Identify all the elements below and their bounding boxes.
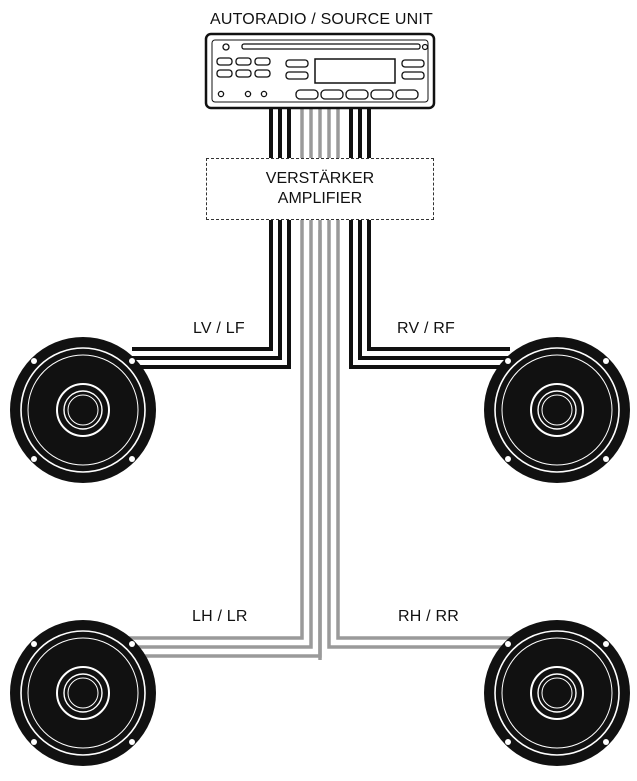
label-front-left: LV / LF	[193, 320, 245, 337]
mounting-hole	[129, 739, 135, 745]
label-front-right: RV / RF	[397, 320, 456, 337]
mounting-hole	[505, 739, 511, 745]
control-buttons	[217, 89, 419, 100]
mounting-hole	[31, 739, 37, 745]
preset-buttons	[216, 57, 425, 80]
mounting-hole	[603, 358, 609, 364]
mounting-hole	[603, 739, 609, 745]
amplifier-label-de: VERSTÄRKER	[265, 170, 375, 187]
cd-slot	[241, 43, 421, 50]
display-screen	[314, 58, 396, 84]
speaker-rear-left	[10, 620, 156, 766]
mounting-hole	[603, 456, 609, 462]
mounting-hole	[31, 641, 37, 647]
wire-rear-left	[128, 220, 322, 658]
label-rear-left: LH / LR	[192, 608, 248, 625]
mounting-hole	[505, 358, 511, 364]
mounting-hole	[129, 456, 135, 462]
mounting-hole	[505, 456, 511, 462]
eject-icon	[421, 43, 429, 51]
speaker-front-left	[10, 337, 156, 483]
power-knob-icon	[222, 43, 230, 51]
amplifier-label-en: AMPLIFIER	[277, 190, 363, 207]
label-rear-right: RH / RR	[398, 608, 459, 625]
amplifier-box: VERSTÄRKER AMPLIFIER	[206, 158, 434, 220]
speaker-front-right	[484, 337, 630, 483]
wire-front-right	[349, 220, 510, 369]
head-unit-label: AUTORADIO / SOURCE UNIT	[210, 11, 433, 28]
wire-rear-right	[318, 220, 514, 660]
mounting-hole	[31, 358, 37, 364]
speaker-rear-right	[484, 620, 630, 766]
wire-front-left	[132, 220, 291, 369]
mounting-hole	[505, 641, 511, 647]
head-unit	[204, 32, 436, 110]
mounting-hole	[31, 456, 37, 462]
mounting-hole	[603, 641, 609, 647]
input-wire-bundle	[269, 106, 371, 158]
mounting-hole	[129, 641, 135, 647]
mounting-hole	[129, 358, 135, 364]
